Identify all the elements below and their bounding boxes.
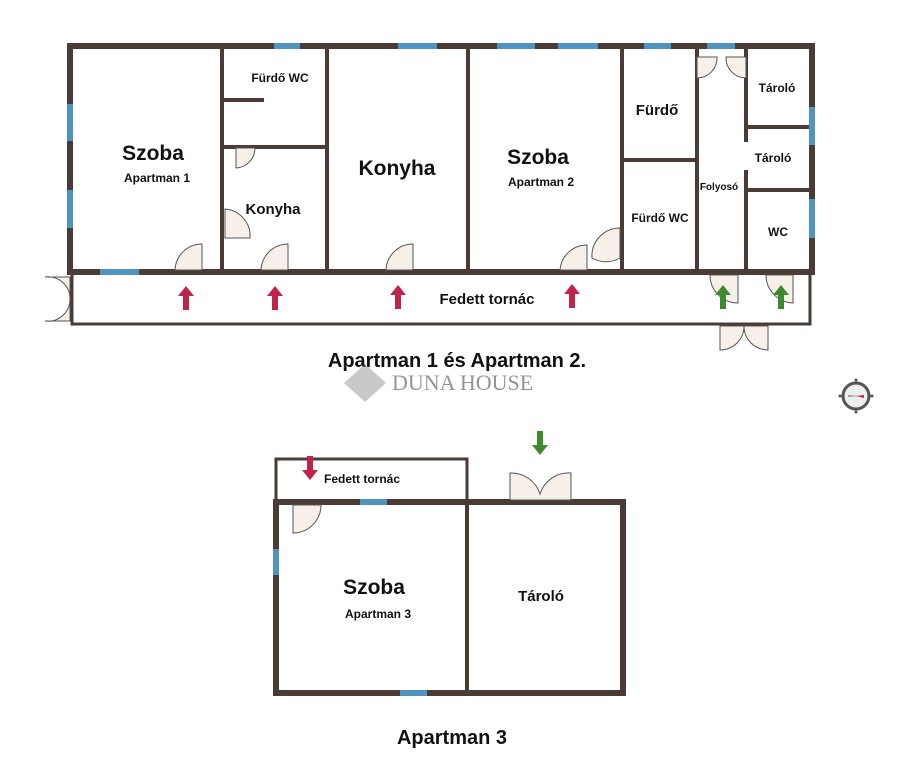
plan2-labels: Fedett tornác Szoba Apartman 3 Tároló Ap… — [324, 472, 564, 749]
entry-arrow-icon — [267, 286, 283, 310]
plan-caption: Apartman 3 — [397, 727, 507, 749]
room-label: Fürdő WC — [631, 211, 689, 225]
room-sublabel: Apartman 3 — [345, 607, 411, 621]
room-label: Tároló — [755, 151, 792, 165]
entry-arrow-icon — [564, 284, 580, 308]
plan1-walls — [67, 43, 815, 326]
room-sublabel: Apartman 2 — [508, 175, 574, 189]
room-sublabel: Apartman 1 — [124, 171, 190, 185]
room-label: Konyha — [358, 157, 435, 180]
entry-arrow-icon — [532, 431, 548, 455]
entry-arrow-icon — [390, 285, 406, 309]
compass-icon — [838, 378, 874, 414]
room-label: WC — [768, 225, 788, 239]
room-label: Szoba — [507, 146, 569, 169]
room-label: Tároló — [759, 81, 796, 95]
watermark-logo: DUNA HOUSE — [344, 364, 533, 402]
plan1-windows — [67, 43, 815, 275]
room-label: Szoba — [122, 142, 184, 165]
room-label: Tároló — [518, 588, 564, 605]
room-label: Fedett tornác — [439, 291, 534, 308]
room-label: Fürdő WC — [251, 71, 309, 85]
room-label: Konyha — [245, 201, 301, 218]
plan2-doors — [292, 472, 572, 534]
room-label: Fürdő — [636, 102, 679, 119]
plan-caption: Apartman 1 és Apartman 2. — [328, 350, 586, 372]
plan1-doors — [44, 56, 794, 351]
room-label: Szoba — [343, 576, 405, 599]
room-label: Fedett tornác — [324, 472, 400, 486]
watermark-text: DUNA HOUSE — [392, 370, 533, 395]
plan1-labels: Szoba Apartman 1 Fürdő WC Konyha Konyha … — [122, 71, 795, 372]
entry-arrow-icon — [178, 286, 194, 310]
plan2-windows — [273, 499, 427, 696]
room-label: Folyosó — [700, 182, 738, 193]
